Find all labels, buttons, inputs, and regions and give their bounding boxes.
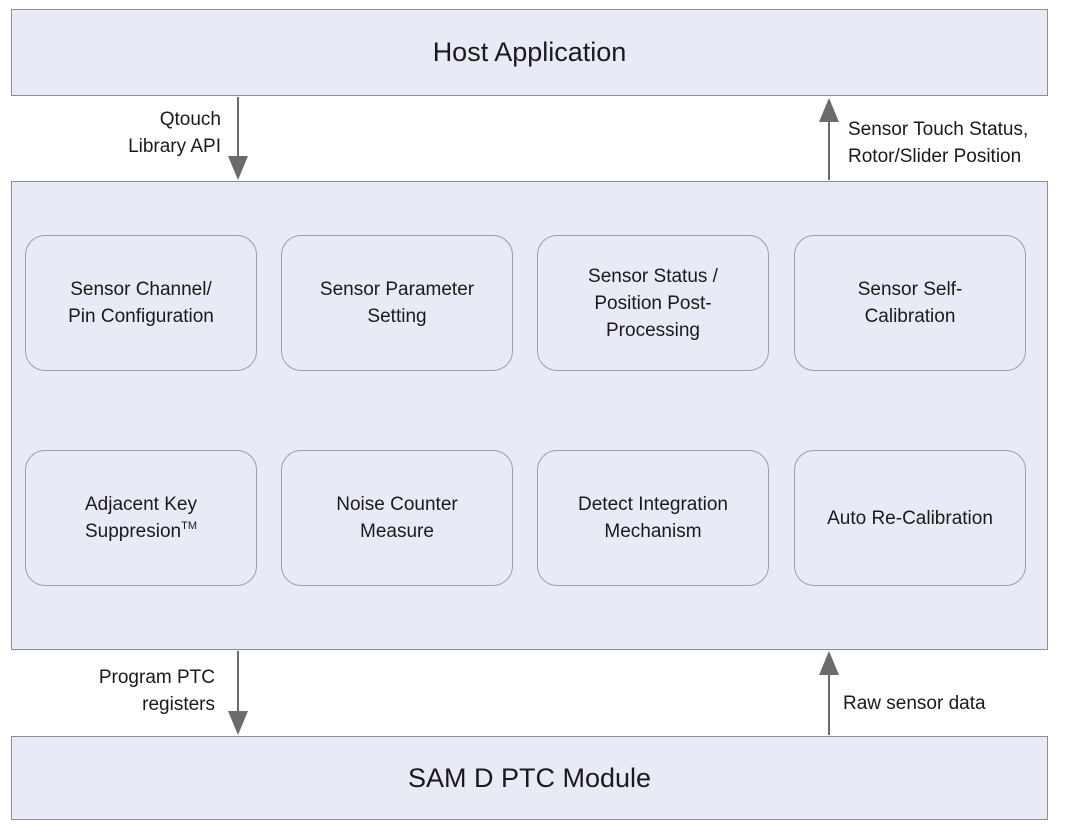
sensor-touch-status-label: Sensor Touch Status, Rotor/Slider Positi…	[848, 119, 1029, 167]
module-label-wrap: Adjacent Key SuppresionTM	[85, 491, 197, 545]
trademark-superscript: TM	[181, 520, 197, 532]
module-label: Detect Integration Mechanism	[578, 494, 728, 542]
ptc-module-label: SAM D PTC Module	[407, 762, 652, 793]
module-label: Sensor Status / Position Post- Processin…	[588, 265, 718, 341]
host-application-label: Host Application	[432, 37, 627, 67]
module-sensor-parameter-setting: Sensor Parameter Setting	[281, 235, 513, 371]
module-label: Adjacent Key Suppresion	[84, 494, 197, 542]
status-arrow-head	[819, 98, 839, 122]
qtouch-library-api-label: Qtouch Library API	[128, 109, 221, 157]
module-sensor-channel-pin-configuration: Sensor Channel/ Pin Configuration	[25, 235, 257, 371]
module-label: Auto Re-Calibration	[827, 507, 993, 529]
module-label: Sensor Self- Calibration	[857, 279, 963, 327]
module-sensor-self-calibration: Sensor Self- Calibration	[794, 235, 1026, 371]
module-label: Sensor Channel/ Pin Configuration	[68, 279, 214, 327]
module-label: Sensor Parameter Setting	[319, 279, 475, 327]
module-detect-integration-mechanism: Detect Integration Mechanism	[537, 450, 769, 586]
host-application-block: Host Application	[11, 9, 1048, 96]
program-ptc-registers-label: Program PTC registers	[98, 667, 215, 715]
module-noise-counter-measure: Noise Counter Measure	[281, 450, 513, 586]
raw-sensor-data-label: Raw sensor data	[843, 693, 986, 714]
module-auto-re-calibration: Auto Re-Calibration	[794, 450, 1026, 586]
module-sensor-status-post-processing: Sensor Status / Position Post- Processin…	[537, 235, 769, 371]
api-arrow-head	[228, 156, 248, 180]
program-arrow-head	[228, 711, 248, 735]
module-adjacent-key-suppression: Adjacent Key SuppresionTM	[25, 450, 257, 586]
raw-arrow-head	[819, 651, 839, 675]
sam-d-ptc-module-block: SAM D PTC Module	[11, 736, 1048, 820]
module-label: Noise Counter Measure	[336, 494, 458, 542]
